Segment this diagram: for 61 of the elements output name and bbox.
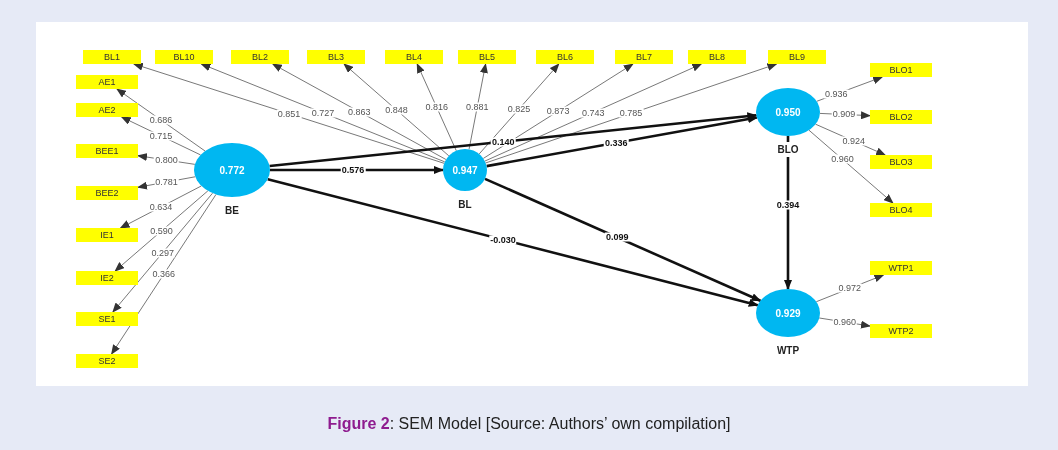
- indicator-box: IE1: [76, 228, 138, 242]
- edge-label: 0.936: [824, 89, 849, 99]
- indicator-box: SE2: [76, 354, 138, 368]
- indicator-box: BLO3: [870, 155, 932, 169]
- edge-label: 0.909: [831, 109, 857, 119]
- edge-label: 0.634: [148, 202, 174, 212]
- edge-label: 0.785: [618, 108, 644, 118]
- edge-label: 0.816: [424, 102, 449, 112]
- indicator-box: BL4: [385, 50, 443, 64]
- indicator-box: BEE1: [76, 144, 138, 158]
- indicator-box: BL9: [768, 50, 826, 64]
- indicator-box: BL5: [458, 50, 516, 64]
- indicator-box: BL6: [536, 50, 594, 64]
- indicator-box: SE1: [76, 312, 138, 326]
- edge-label: 0.800: [154, 155, 179, 165]
- indicator-box: BLO2: [870, 110, 932, 124]
- arrow: [486, 115, 758, 168]
- indicator-box: AE2: [76, 103, 138, 117]
- edge-label: 0.727: [310, 108, 336, 118]
- indicator-box: BEE2: [76, 186, 138, 200]
- arrow: [269, 112, 758, 168]
- indicator-box: BL8: [688, 50, 746, 64]
- edge-label: -0.030: [489, 235, 517, 245]
- construct-label: BLO: [775, 142, 801, 157]
- edge-label: 0.297: [150, 248, 175, 258]
- indicator-box: BL2: [231, 50, 289, 64]
- edge-label: 0.781: [154, 177, 179, 187]
- indicator-box: BL10: [155, 50, 213, 64]
- edge-label: 0.825: [506, 104, 532, 114]
- edge-label: 0.715: [148, 131, 174, 141]
- indicator-box: WTP1: [870, 261, 932, 275]
- edge-label: 0.848: [384, 105, 409, 115]
- edge-label: 0.743: [580, 108, 606, 118]
- indicator-box: BL7: [615, 50, 673, 64]
- edge-label: 0.140: [490, 137, 516, 147]
- edge-label: 0.576: [340, 165, 366, 175]
- edge-label: 0.881: [465, 102, 490, 112]
- indicator-box: BL1: [83, 50, 141, 64]
- indicator-box: AE1: [76, 75, 138, 89]
- edge-label: 0.590: [149, 226, 174, 236]
- edge-label: 0.960: [830, 154, 855, 164]
- edge-label: 0.851: [276, 109, 302, 119]
- edge-label: 0.863: [347, 107, 372, 117]
- edge-label: 0.960: [832, 317, 857, 327]
- arrow: [267, 177, 759, 307]
- edge-label: 0.972: [837, 283, 863, 293]
- edge-label: 0.366: [151, 269, 177, 279]
- arrow: [784, 136, 792, 290]
- edge-label: 0.336: [604, 138, 629, 148]
- edge-label: 0.394: [775, 200, 801, 210]
- edge-label: 0.924: [841, 136, 867, 146]
- figure-caption: Figure 2: SEM Model [Source: Authors’ own compilation]: [327, 414, 731, 434]
- indicator-box: BLO4: [870, 203, 932, 217]
- indicator-box: BL3: [307, 50, 365, 64]
- edge-label: 0.873: [545, 106, 571, 116]
- indicator-box: WTP2: [870, 324, 932, 338]
- edge-label: 0.099: [604, 232, 630, 242]
- arrow: [484, 177, 762, 302]
- indicator-box: BLO1: [870, 63, 932, 77]
- edge-label: 0.686: [148, 115, 174, 125]
- indicator-box: IE2: [76, 271, 138, 285]
